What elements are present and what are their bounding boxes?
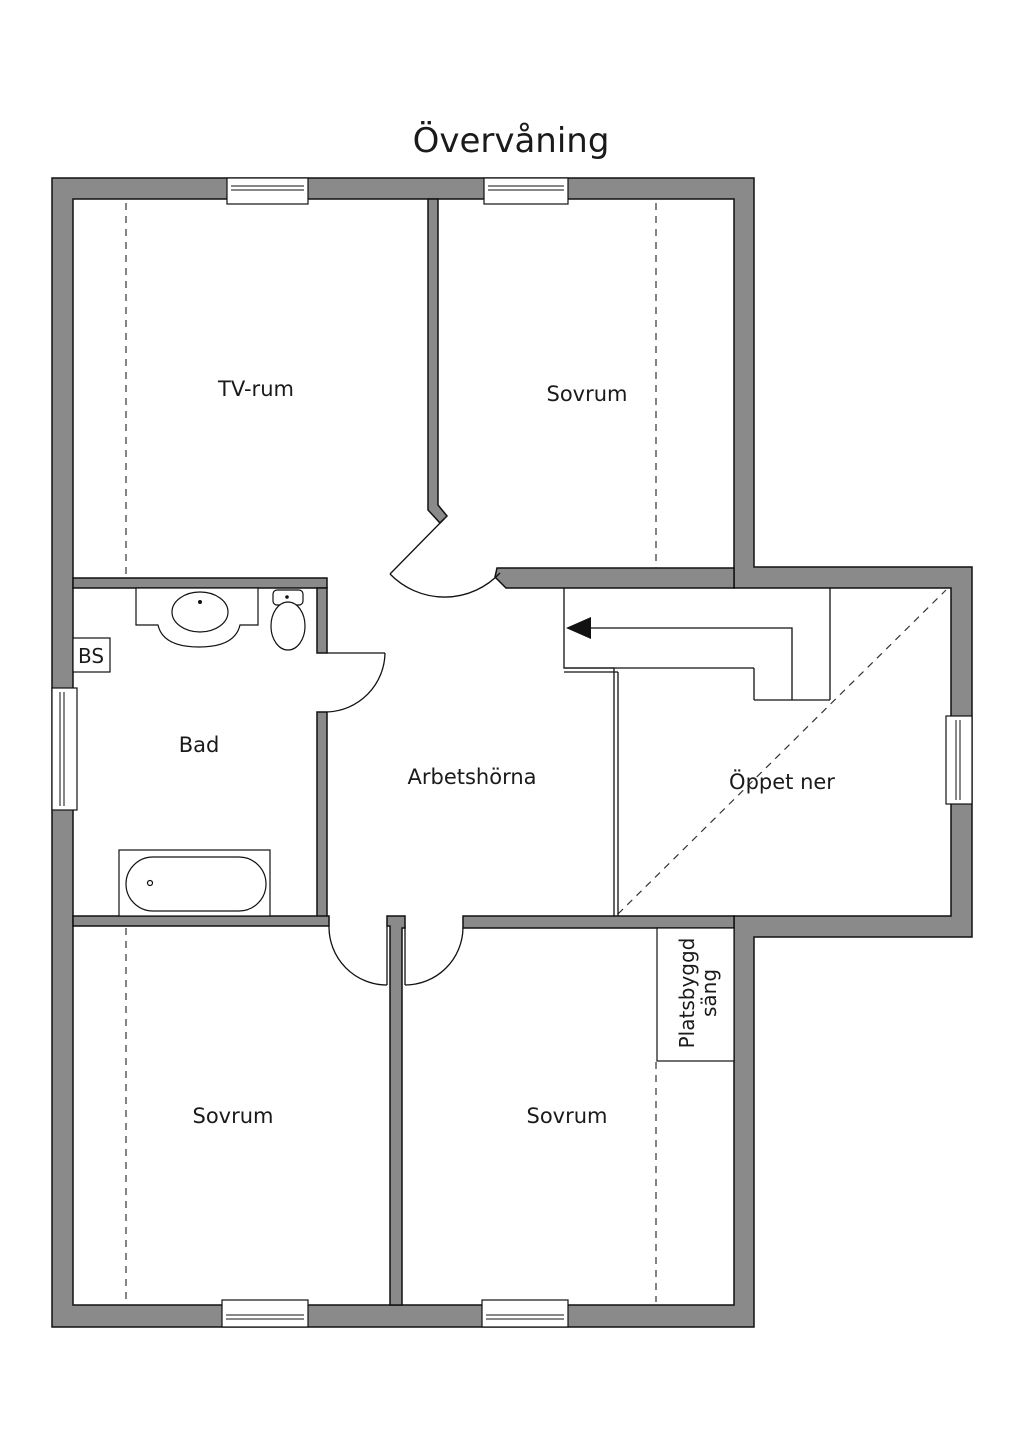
- door-swing-icon: [389, 518, 501, 598]
- room-labels: TV-rum Sovrum Bad Arbetshörna Öppet ner …: [179, 377, 836, 1128]
- wall-between-bedrooms: [386, 915, 406, 1306]
- doors: [326, 518, 501, 986]
- ceiling-slope-lines: [125, 203, 947, 1302]
- wall-tv-bedroom: [427, 198, 449, 525]
- window-icon: [226, 177, 309, 205]
- wall-bath-right-lower: [316, 711, 328, 926]
- wall-bath-right-upper: [316, 587, 328, 654]
- windows: [51, 177, 973, 1328]
- wall-bedroom-bottom-right-top: [462, 915, 735, 929]
- door-swing-icon: [326, 652, 386, 713]
- sink-icon: [135, 587, 259, 648]
- window-icon: [51, 687, 78, 811]
- room-label-bedroom-top-right: Sovrum: [546, 382, 627, 406]
- door-swing-icon: [328, 925, 388, 986]
- floor-title: Övervåning: [413, 120, 610, 161]
- window-icon: [945, 715, 973, 805]
- window-icon: [483, 177, 569, 205]
- storage-label: BS: [78, 644, 104, 668]
- built-in-bed-label-line2: säng: [697, 969, 721, 1017]
- built-in-bed-label-line1: Platsbyggd: [675, 938, 699, 1049]
- window-icon: [221, 1299, 309, 1328]
- room-label-open-below: Öppet ner: [729, 769, 835, 794]
- room-label-bathroom: Bad: [179, 733, 220, 757]
- room-label-tv: TV-rum: [217, 377, 294, 401]
- bathtub-icon: [118, 849, 271, 917]
- bathroom-fixtures: BS: [72, 587, 306, 917]
- room-label-work-corner: Arbetshörna: [407, 765, 536, 789]
- wall-bath-bottom: [72, 915, 330, 927]
- stair-outline: [563, 588, 831, 916]
- window-icon: [481, 1299, 569, 1328]
- storage-box: [72, 637, 111, 673]
- room-label-bedroom-bottom-left: Sovrum: [192, 1104, 273, 1128]
- door-swing-icon: [404, 926, 464, 986]
- room-label-bedroom-bottom-right: Sovrum: [526, 1104, 607, 1128]
- walls: [51, 177, 973, 1328]
- built-in-bed: Platsbyggd säng: [656, 927, 735, 1062]
- wall-bedroom-top-bottom: [494, 567, 735, 589]
- toilet-icon: [270, 589, 306, 651]
- arrow-left-icon: [566, 617, 591, 639]
- wall-tv-bath: [72, 577, 328, 589]
